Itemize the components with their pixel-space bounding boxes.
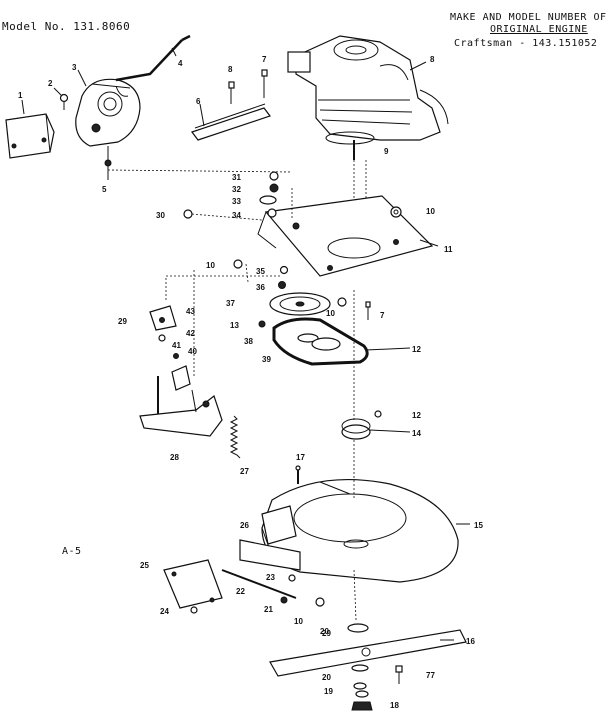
part-39-belt [272, 317, 369, 366]
callout-12: 12 [412, 345, 421, 354]
callout-18: 18 [390, 701, 399, 710]
callout-35: 35 [256, 267, 265, 276]
part-6-bracket [191, 103, 271, 141]
callout-20: 20 [320, 627, 329, 636]
part-28-brake-lever [139, 376, 223, 437]
engine-assembly [287, 35, 449, 160]
callout-11: 11 [444, 245, 453, 254]
part-23-clip [288, 574, 296, 582]
callout-8b: 8 [430, 55, 435, 64]
callout-43: 43 [186, 307, 195, 316]
callout-36: 36 [256, 283, 265, 292]
callout-28: 28 [170, 453, 179, 462]
part-12-nut [374, 410, 382, 418]
part-10-nut-left [233, 259, 243, 269]
callout-16: 16 [466, 637, 475, 646]
callout-13: 13 [230, 321, 239, 330]
callout-19: 19 [324, 687, 333, 696]
engine-title-line1: MAKE AND MODEL NUMBER OF [450, 12, 607, 23]
part-8-bolt [228, 81, 235, 104]
callout-4: 4 [178, 59, 183, 68]
callout-6: 6 [196, 97, 201, 106]
callout-29b: 29 [322, 629, 331, 638]
part-35-washer [279, 265, 289, 275]
callout-26: 26 [240, 521, 249, 530]
callout-40: 40 [188, 347, 197, 356]
part-29-bracket [149, 305, 177, 342]
callout-30: 30 [156, 211, 165, 220]
part-25-shield-plate [163, 559, 223, 609]
part-17-bolt [295, 465, 301, 484]
callout-31: 31 [232, 173, 241, 182]
callout-29: 29 [118, 317, 127, 326]
part-13-nut [258, 320, 266, 328]
callout-7: 7 [262, 55, 267, 64]
part-26-deflector [239, 505, 301, 571]
callout-12b: 12 [412, 411, 421, 420]
part-2-screw [59, 93, 69, 110]
part-77-bolt [395, 665, 403, 684]
part-37-pulley [269, 292, 331, 316]
hardware-stack-31-34 [259, 171, 279, 218]
callout-10: 10 [426, 207, 435, 216]
callout-14: 14 [412, 429, 421, 438]
part-10-nut [390, 206, 402, 218]
callout-25: 25 [140, 561, 149, 570]
part-21-nut [280, 596, 288, 604]
part-7-bolt [261, 69, 268, 98]
callout-8: 8 [228, 65, 233, 74]
figure-label: A-5 [62, 546, 82, 557]
callout-34: 34 [232, 211, 241, 220]
callout-42: 42 [186, 329, 195, 338]
callout-9: 9 [384, 147, 389, 156]
part-19-washer [353, 682, 369, 698]
part-3-control-housing [75, 78, 141, 167]
callout-10d: 10 [294, 617, 303, 626]
part-10-nut-pulley [337, 297, 347, 307]
callout-77: 77 [426, 671, 435, 680]
part-36-nut [278, 281, 286, 289]
part-30-washer [183, 209, 263, 221]
part-27-spring [229, 415, 241, 459]
part-20-washer [347, 623, 369, 672]
part-40-41-plate [171, 353, 191, 391]
callout-17: 17 [296, 453, 305, 462]
callout-7b: 7 [380, 311, 385, 320]
callout-22: 22 [236, 587, 245, 596]
callout-24: 24 [160, 607, 169, 616]
part-4-control-rod [115, 34, 191, 97]
part-1-cover-plate [5, 113, 55, 159]
callout-10b: 10 [206, 261, 215, 270]
engine-title-line2: ORIGINAL ENGINE [490, 24, 588, 35]
callout-21: 21 [264, 605, 273, 614]
callout-10c: 10 [326, 309, 335, 318]
callout-1: 1 [18, 91, 23, 100]
part-16-blade [269, 629, 467, 677]
engine-model-number: Craftsman - 143.151052 [454, 38, 598, 49]
callout-37: 37 [226, 299, 235, 308]
part-22-rod [221, 569, 297, 599]
callout-20b: 20 [322, 673, 331, 682]
callout-39: 39 [262, 355, 271, 364]
model-number-label: Model No. 131.8060 [2, 20, 131, 33]
callout-3: 3 [72, 63, 77, 72]
part-18-bolt [351, 701, 373, 711]
part-38-spacer [297, 333, 319, 343]
callout-27: 27 [240, 467, 249, 476]
callout-41: 41 [172, 341, 181, 350]
callout-32: 32 [232, 185, 241, 194]
part-14-idler [341, 290, 371, 440]
part-7-bolt-lower [365, 301, 371, 320]
part-24-screw [190, 606, 198, 614]
callout-38: 38 [244, 337, 253, 346]
callout-5: 5 [102, 185, 107, 194]
callout-23: 23 [266, 573, 275, 582]
callout-33: 33 [232, 197, 241, 206]
callout-2: 2 [48, 79, 53, 88]
part-10-nut-lower [315, 597, 325, 607]
part-11-deck-plate [257, 188, 434, 277]
callout-15: 15 [474, 521, 483, 530]
